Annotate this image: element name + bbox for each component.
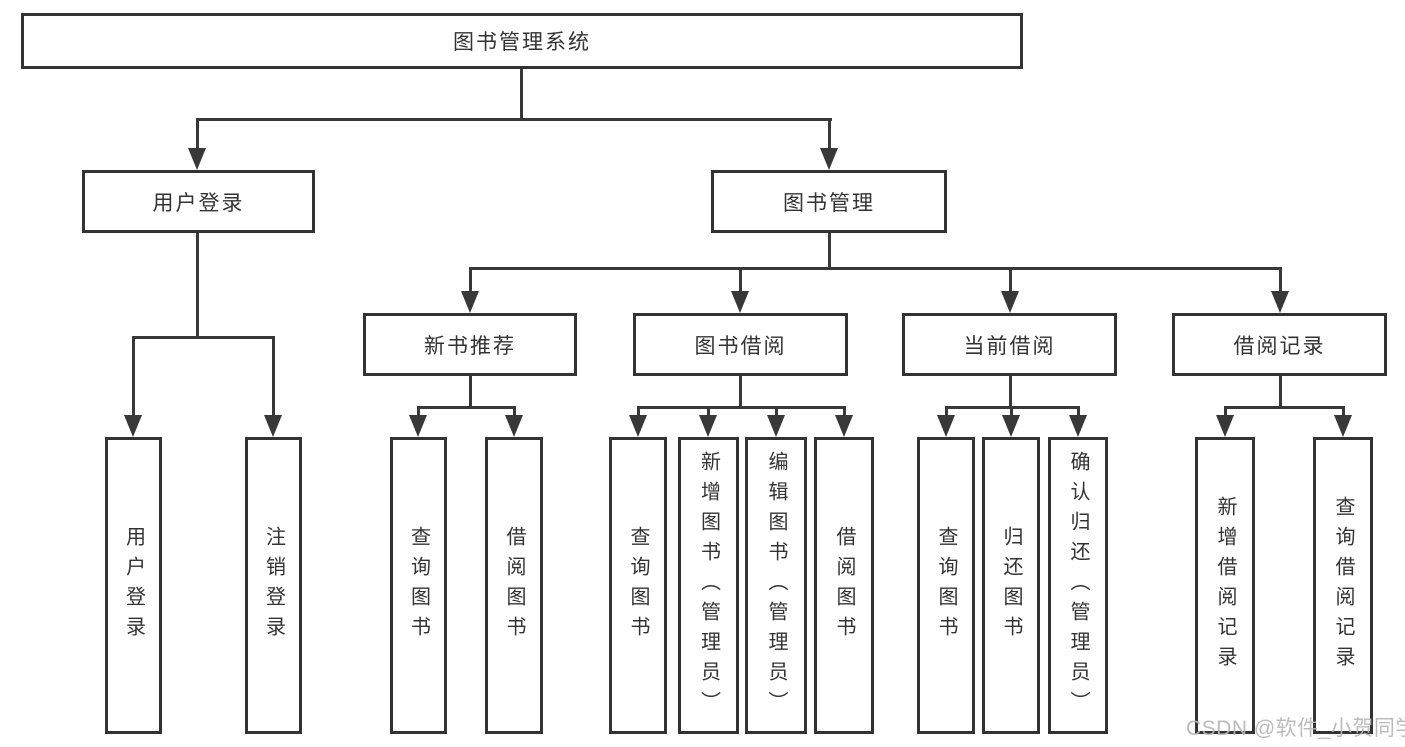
connector-hline <box>417 406 516 409</box>
connector-hline <box>1224 406 1345 409</box>
connector-vline <box>1279 267 1282 295</box>
connector-vline <box>739 376 742 409</box>
connector-hline <box>196 118 832 121</box>
connector-vline <box>196 118 199 151</box>
node-label: 查询图书 <box>627 525 649 646</box>
node-user-login: 用户登录 <box>82 170 315 233</box>
connector-vline <box>707 406 710 417</box>
arrowhead-icon <box>1271 291 1289 313</box>
node-label: 图书管理 <box>783 191 875 215</box>
node-label: 借阅图书 <box>503 525 525 646</box>
node-label: 注销登录 <box>262 525 285 646</box>
node-label: 图书管理系统 <box>453 31 591 54</box>
leaf-add-borrow-record: 新增借阅记录 <box>1195 437 1255 734</box>
connector-hline <box>469 267 1282 270</box>
leaf-query-book-2: 查询图书 <box>609 437 667 734</box>
arrowhead-icon <box>937 415 955 437</box>
connector-vline <box>828 118 831 151</box>
arrowhead-icon <box>835 415 853 437</box>
connector-vline <box>1279 376 1282 409</box>
leaf-borrow-book-1: 借阅图书 <box>485 437 543 734</box>
csdn-watermark: CSDN @软件_小贺同学 <box>1186 717 1405 740</box>
connector-vline <box>1342 406 1345 417</box>
connector-hline <box>637 406 846 409</box>
node-label: 借阅记录 <box>1233 334 1326 358</box>
node-current-borrow: 当前借阅 <box>902 313 1117 376</box>
connector-vline <box>775 406 778 417</box>
arrowhead-icon <box>629 415 647 437</box>
arrowhead-icon <box>1001 291 1019 313</box>
connector-vline <box>843 406 846 417</box>
leaf-query-book-1: 查询图书 <box>390 437 447 734</box>
leaf-query-borrow-record: 查询借阅记录 <box>1313 437 1373 734</box>
node-book-management: 图书管理 <box>711 170 947 233</box>
node-new-book-recommend: 新书推荐 <box>363 313 577 376</box>
arrowhead-icon <box>1334 415 1352 437</box>
connector-vline <box>637 406 640 417</box>
node-label: 图书借阅 <box>694 334 787 358</box>
node-book-borrow: 图书借阅 <box>633 313 848 376</box>
connector-vline <box>1224 406 1227 417</box>
arrowhead-icon <box>699 415 717 437</box>
node-label: 编辑图书（管理员） <box>765 450 787 721</box>
arrowhead-icon <box>731 291 749 313</box>
connector-vline <box>828 233 831 270</box>
connector-vline <box>272 336 275 417</box>
node-label: 查询借阅记录 <box>1332 495 1354 676</box>
leaf-query-book-3: 查询图书 <box>917 437 975 734</box>
connector-vline <box>520 69 523 118</box>
connector-vline <box>739 267 742 295</box>
node-label: 当前借阅 <box>963 334 1056 358</box>
arrowhead-icon <box>505 415 523 437</box>
node-label: 借阅图书 <box>833 525 855 646</box>
leaf-logout: 注销登录 <box>245 437 302 734</box>
connector-vline <box>945 406 948 417</box>
node-label: 新增借阅记录 <box>1214 495 1236 676</box>
arrowhead-icon <box>767 415 785 437</box>
leaf-edit-book-admin: 编辑图书（管理员） <box>745 437 807 734</box>
connector-vline <box>196 233 199 339</box>
node-label: 新增图书（管理员） <box>697 450 720 721</box>
leaf-return-book: 归还图书 <box>982 437 1040 734</box>
connector-vline <box>417 406 420 417</box>
leaf-add-book-admin: 新增图书（管理员） <box>678 437 739 734</box>
arrowhead-icon <box>1002 415 1020 437</box>
arrowhead-icon <box>264 415 282 437</box>
node-label: 确认归还（管理员） <box>1067 450 1089 721</box>
node-label: 新书推荐 <box>424 334 516 358</box>
connector-vline <box>1077 406 1080 417</box>
connector-vline <box>1010 406 1013 417</box>
connector-vline <box>1009 376 1012 409</box>
node-label: 用户登录 <box>152 191 245 215</box>
node-label: 查询图书 <box>407 525 430 646</box>
leaf-confirm-return-admin: 确认归还（管理员） <box>1048 437 1108 734</box>
arrowhead-icon <box>409 415 427 437</box>
leaf-borrow-book-2: 借阅图书 <box>814 437 874 734</box>
connector-vline <box>469 376 472 409</box>
node-borrow-record: 借阅记录 <box>1172 313 1387 376</box>
leaf-user-login: 用户登录 <box>105 437 162 734</box>
arrowhead-icon <box>1069 415 1087 437</box>
connector-hline <box>132 336 275 339</box>
arrowhead-icon <box>188 148 206 170</box>
connector-vline <box>469 267 472 295</box>
arrowhead-icon <box>124 415 142 437</box>
node-label: 查询图书 <box>935 525 957 646</box>
node-label: 用户登录 <box>122 525 145 646</box>
node-label: 归还图书 <box>1000 525 1022 646</box>
connector-vline <box>513 406 516 417</box>
node-root-system: 图书管理系统 <box>21 13 1023 69</box>
arrowhead-icon <box>820 148 838 170</box>
arrowhead-icon <box>1216 415 1234 437</box>
connector-vline <box>1009 267 1012 295</box>
connector-vline <box>132 336 135 417</box>
arrowhead-icon <box>461 291 479 313</box>
